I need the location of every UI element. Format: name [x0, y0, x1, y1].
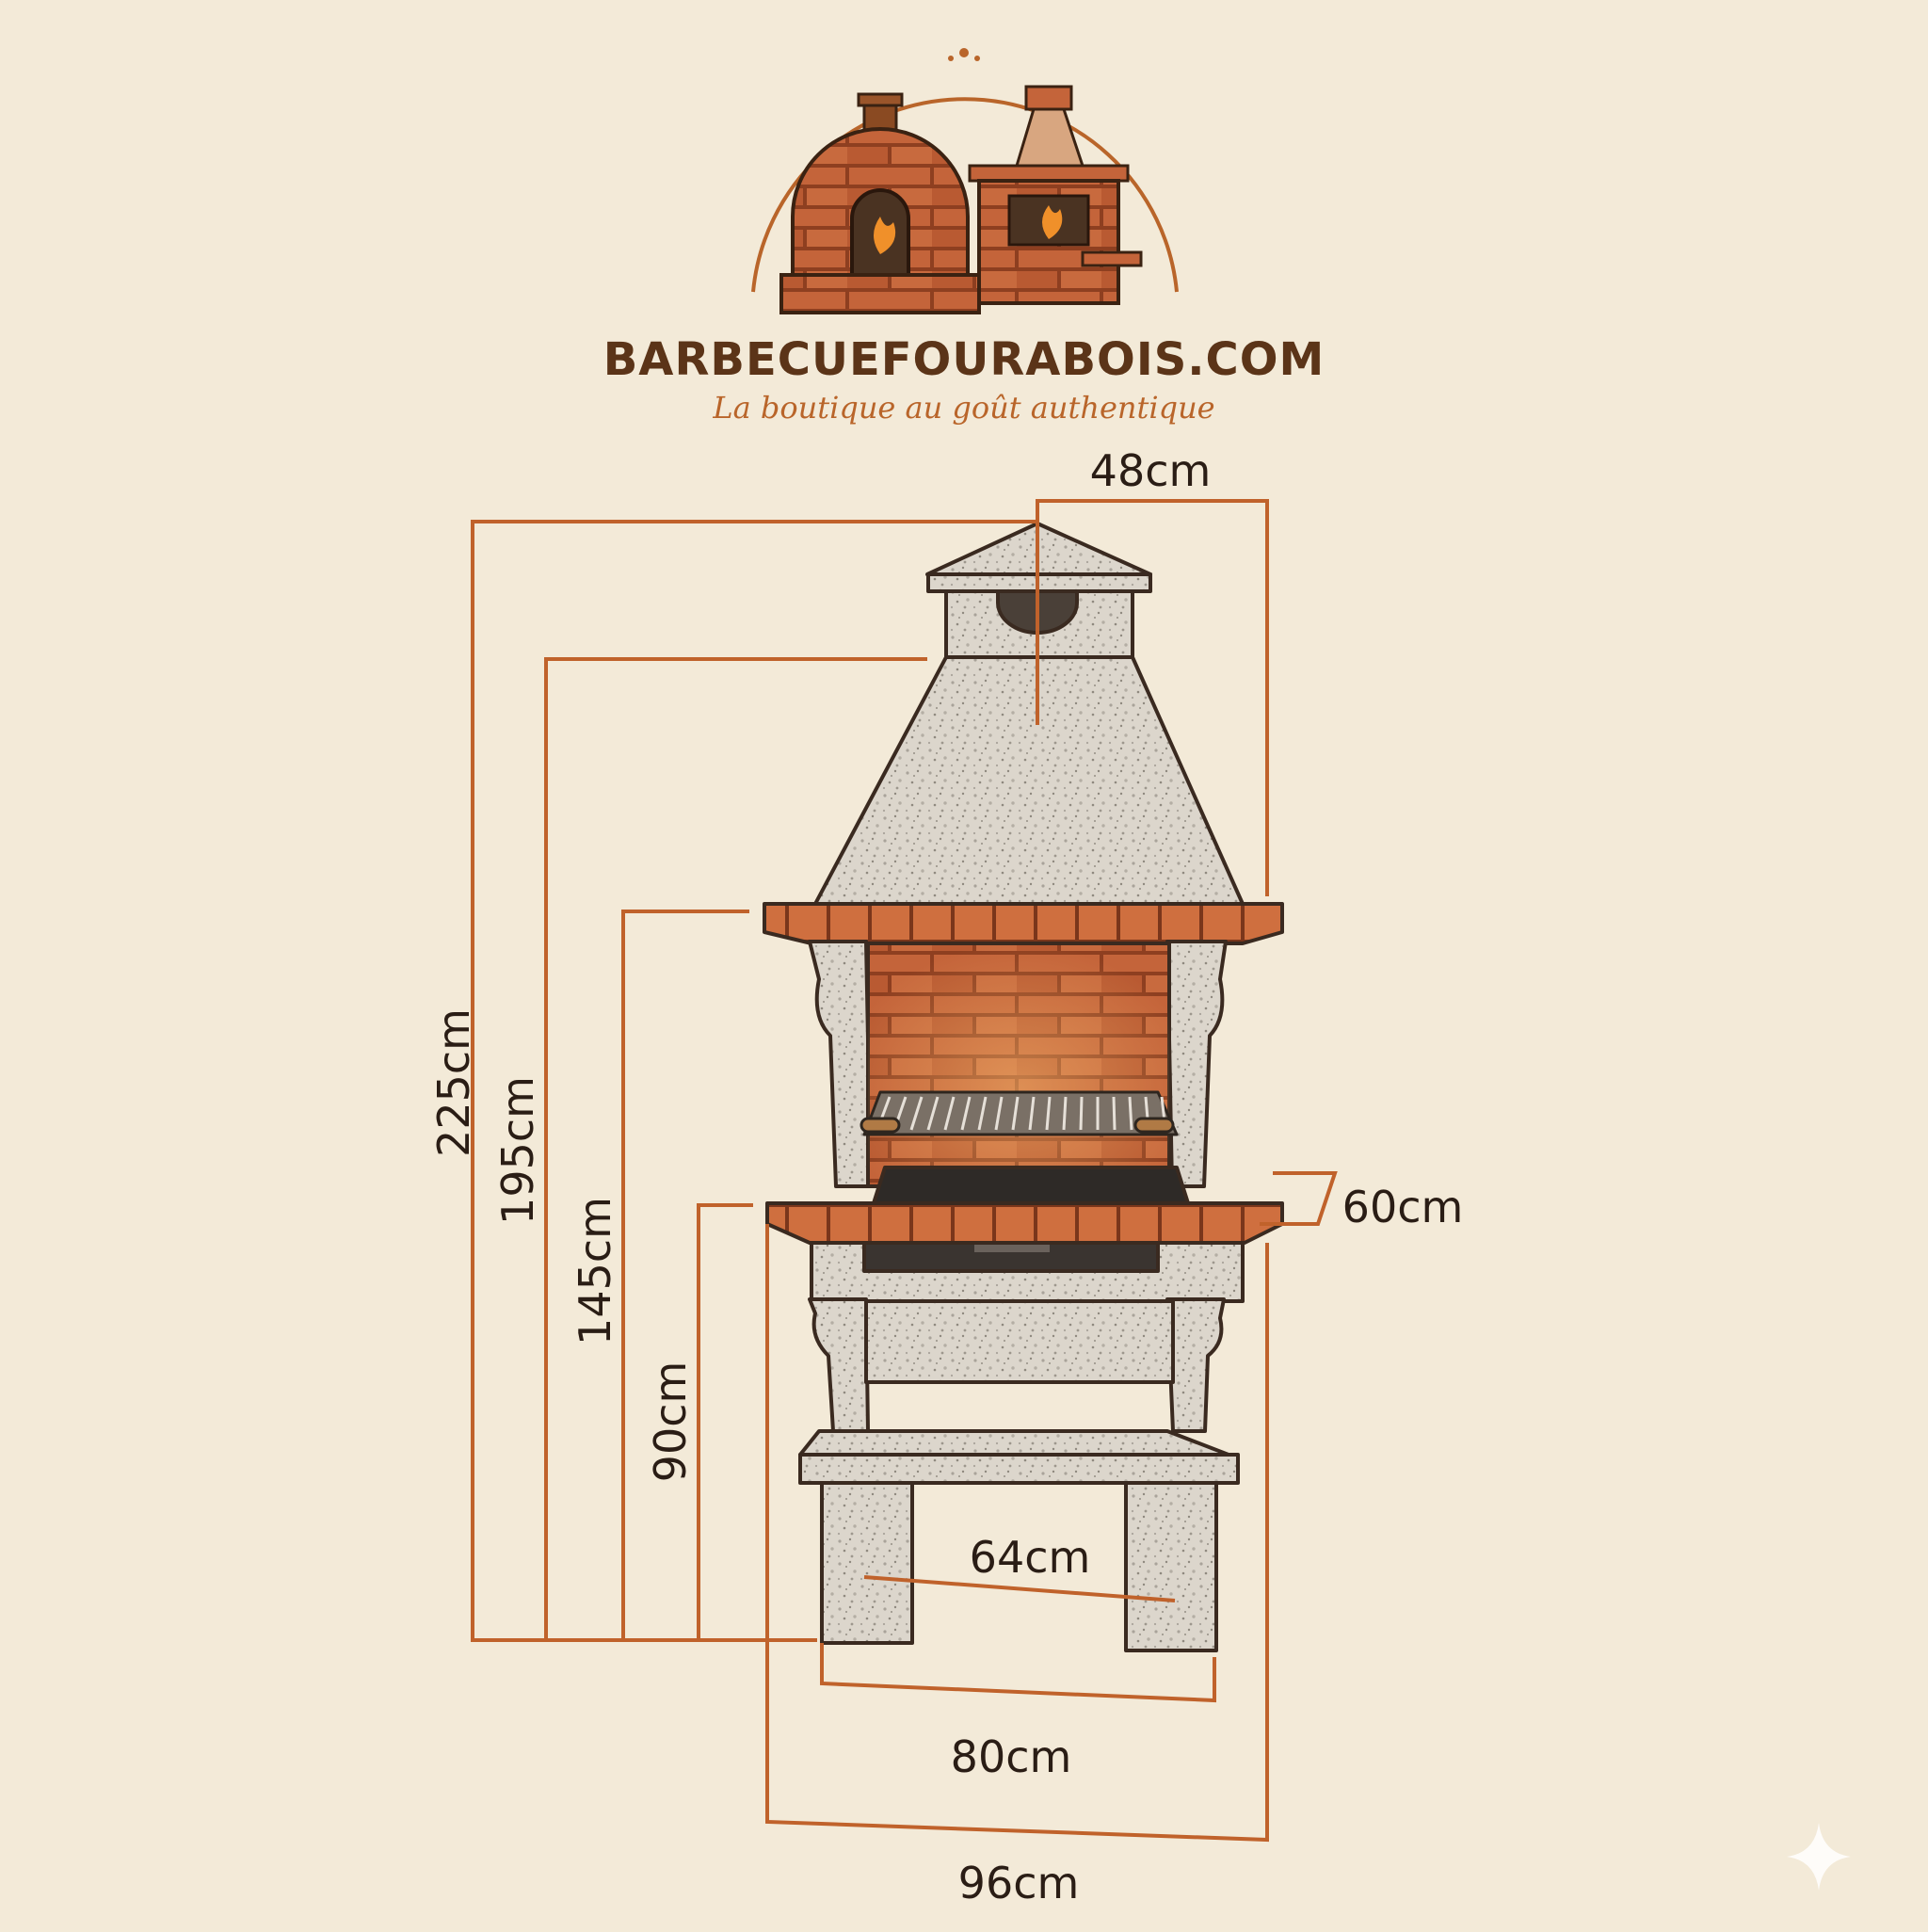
brand-logo: BARBECUEFOURABOIS.COM La boutique au goû… — [603, 48, 1326, 426]
label-depth: 60cm — [1342, 1182, 1464, 1232]
flourish-icon — [948, 48, 980, 61]
dimension-labels: 225cm 195cm 145cm 90cm 48cm 60cm 64cm 80… — [428, 445, 1463, 1908]
barbecue-illustration — [763, 522, 1284, 1652]
label-total-width: 96cm — [958, 1858, 1080, 1908]
label-base-width: 80cm — [951, 1731, 1072, 1782]
pizza-oven-icon — [779, 92, 981, 314]
sparkle-icon — [1787, 1823, 1851, 1891]
label-chimney-width: 48cm — [1090, 445, 1212, 496]
label-hood-base-height: 145cm — [570, 1197, 620, 1345]
label-inner-width: 64cm — [970, 1532, 1091, 1583]
barbecue-logo-icon — [968, 85, 1143, 305]
dimension-lines — [471, 499, 1338, 1843]
grill-grate — [860, 1090, 1179, 1136]
brand-tagline: La boutique au goût authentique — [712, 390, 1214, 426]
brand-name: BARBECUEFOURABOIS.COM — [603, 333, 1326, 386]
label-total-height: 225cm — [428, 1008, 479, 1157]
label-worktop-height: 90cm — [645, 1361, 696, 1483]
label-hood-height: 195cm — [492, 1076, 543, 1225]
